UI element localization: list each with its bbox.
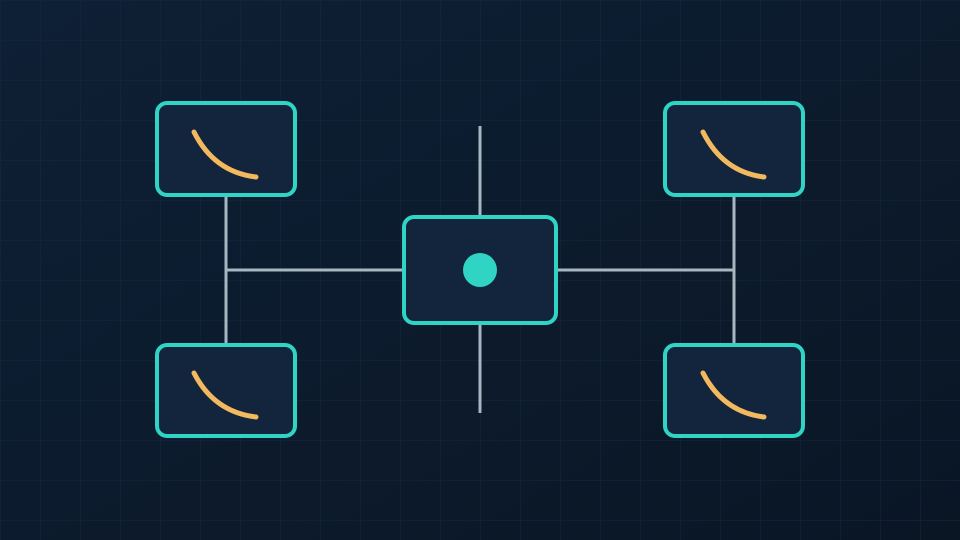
leaf-node-box xyxy=(155,343,297,438)
dot-icon xyxy=(463,253,497,287)
leaf-node-bottom-right xyxy=(663,343,805,438)
curve-icon xyxy=(700,370,767,420)
curve-icon xyxy=(191,129,259,180)
leaf-node-top-right xyxy=(663,101,805,197)
connectors xyxy=(224,126,736,413)
leaf-node-top-left xyxy=(155,101,297,197)
leaf-node-bottom-left xyxy=(155,343,297,438)
curve-icon xyxy=(700,129,767,180)
leaf-node-box xyxy=(663,343,805,438)
curve-icon xyxy=(191,370,259,420)
center-node xyxy=(402,215,558,325)
leaf-node-box xyxy=(155,101,297,197)
leaf-node-box xyxy=(663,101,805,197)
